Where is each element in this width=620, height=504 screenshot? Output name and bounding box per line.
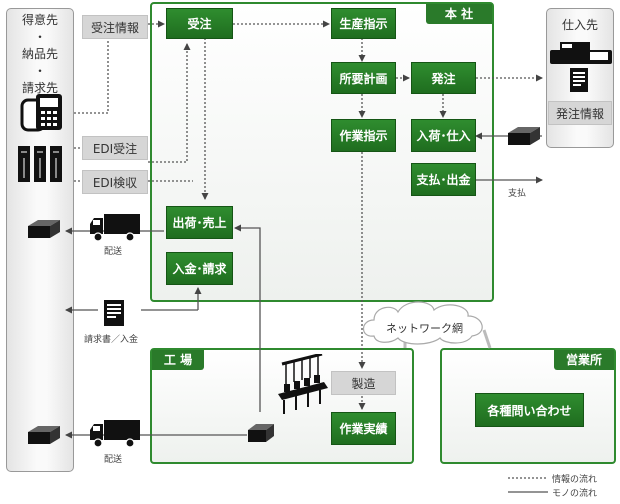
- delivery-destination-label: 納品先: [21, 47, 58, 61]
- work-result-button[interactable]: 作業実績: [331, 412, 396, 445]
- customer-labels: 得意先 ・ 納品先 ・ 請求先: [6, 12, 74, 97]
- order-button[interactable]: 受注: [166, 8, 233, 39]
- delivery-label: 配送: [104, 247, 123, 257]
- head-office-panel: 本 社: [150, 2, 494, 302]
- receipt-billing-button[interactable]: 入金･請求: [166, 252, 233, 285]
- production-instruction-button[interactable]: 生産指示: [331, 8, 396, 39]
- package-icon: [508, 127, 540, 145]
- info-flow-line: [148, 43, 191, 163]
- supplier-order-info-box: 発注情報: [548, 101, 612, 125]
- head-office-title: 本 社: [426, 4, 492, 24]
- network-label: ネットワーク網: [386, 322, 463, 335]
- network-connector: [482, 329, 492, 349]
- inquiry-button[interactable]: 各種問い合わせ: [475, 393, 584, 427]
- delivery-truck-icon: [90, 420, 140, 448]
- edi-order-box: EDI受注: [82, 136, 148, 160]
- sales-office-title: 営業所: [554, 350, 614, 370]
- package-icon: [28, 220, 60, 238]
- work-instruction-button[interactable]: 作業指示: [331, 119, 396, 152]
- order-info-box: 受注情報: [82, 15, 148, 39]
- billing-destination-label: 請求先: [21, 81, 58, 95]
- factory-title: 工 場: [152, 350, 204, 370]
- separator-dot: ・: [33, 30, 46, 44]
- server-icon: [18, 146, 62, 182]
- customer-label: 得意先: [21, 13, 58, 27]
- factory-panel: 工 場: [150, 348, 414, 464]
- document-icon: [570, 68, 588, 92]
- shipping-sales-button[interactable]: 出荷･売上: [166, 206, 233, 239]
- invoice-deposit-label: 請求書／入金: [84, 335, 139, 345]
- package-icon: [248, 424, 274, 442]
- purchase-order-button[interactable]: 発注: [411, 62, 476, 94]
- document-icon: [104, 300, 124, 326]
- payment-button[interactable]: 支払･出金: [411, 163, 476, 196]
- supplier-title: 仕入先: [561, 18, 598, 32]
- telephone-icon: [20, 94, 62, 132]
- payment-flow-label: 支払: [508, 189, 527, 199]
- delivery-truck-icon: [90, 214, 140, 242]
- mrp-button[interactable]: 所要計画: [331, 62, 396, 94]
- info-flow-line: [74, 40, 109, 114]
- network-cloud-icon: [362, 301, 483, 345]
- legend-goods-label: モノの流れ: [552, 489, 598, 499]
- goods-flow-line: [234, 224, 261, 412]
- package-icon: [28, 426, 60, 444]
- manufacturing-box: 製造: [331, 371, 396, 395]
- edi-inspection-box: EDI検収: [82, 170, 148, 194]
- factory-conveyor-icon: [278, 354, 328, 414]
- customer-panel: [6, 8, 74, 472]
- separator-dot: ・: [33, 64, 46, 78]
- legend-info-label: 情報の流れ: [552, 475, 598, 485]
- fax-machine-icon: [550, 42, 612, 64]
- receiving-button[interactable]: 入荷･仕入: [411, 119, 476, 152]
- delivery-label: 配送: [104, 455, 123, 465]
